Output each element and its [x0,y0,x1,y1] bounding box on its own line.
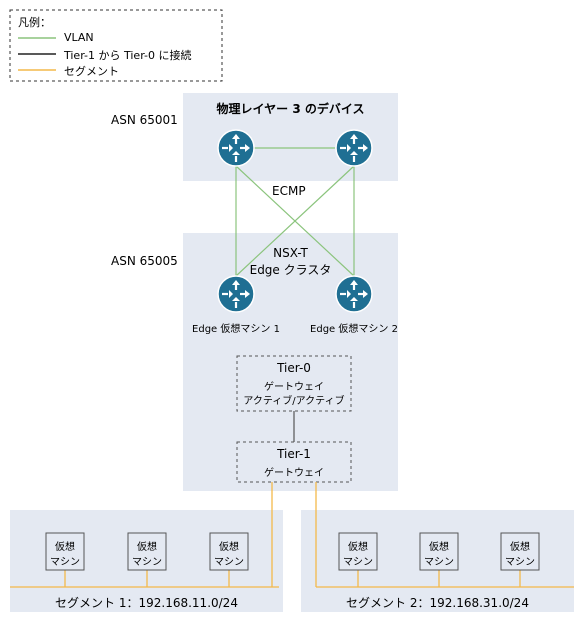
tier1-title: Tier-1 [277,447,311,461]
vm-label-line2: マシン [343,557,373,568]
vm-label-line2: マシン [424,557,454,568]
vm-label-line1: 仮想 [510,542,530,553]
legend-box [9,9,223,82]
legend-title: 凡例： [18,16,51,29]
vm-label-line2: マシン [50,557,80,568]
vm-label-line2: マシン [505,557,535,568]
vm-label-line2: マシン [214,557,244,568]
vm-label-line2: マシン [132,557,162,568]
legend-item-segment: セグメント [64,65,119,78]
legend-item-connect: Tier-1 から Tier-0 に接続 [64,49,192,62]
vm-label-line1: 仮想 [348,542,368,553]
physical-title: 物理レイヤー 3 のデバイス [216,102,365,116]
cluster-title-line2: Edge クラスタ [249,263,332,277]
vlan-links [235,147,355,277]
edge-vm-2-label: Edge 仮想マシン 2 [310,324,398,335]
vm-label-line1: 仮想 [219,542,239,553]
vm-boxes [45,532,540,571]
vm-label-line1: 仮想 [55,542,75,553]
router-icon [334,128,374,168]
segment-2-label: セグメント 2：192.168.31.0/24 [346,596,529,610]
router-icon [334,274,374,314]
ecmp-label: ECMP [272,184,306,198]
vm-label-line1: 仮想 [429,542,449,553]
segment-lines [10,482,574,588]
cluster-title-line1: NSX-T [273,246,308,260]
vm-label-line1: 仮想 [137,542,157,553]
tier0-line2: アクティブ/アクティブ [243,396,345,407]
router-icon [216,128,256,168]
legend-item-vlan: VLAN [64,31,94,44]
tier0-line1: ゲートウェイ [264,382,324,393]
router-icon [216,274,256,314]
asn-top-label: ASN 65001 [111,113,178,127]
tier1-gateway-box [236,441,352,483]
tier1-line1: ゲートウェイ [264,468,324,479]
tier0-title: Tier-0 [277,361,311,375]
asn-mid-label: ASN 65005 [111,254,178,268]
segment-1-label: セグメント 1：192.168.11.0/24 [55,596,238,610]
tier0-gateway-box [236,355,352,412]
edge-vm-1-label: Edge 仮想マシン 1 [192,324,280,335]
